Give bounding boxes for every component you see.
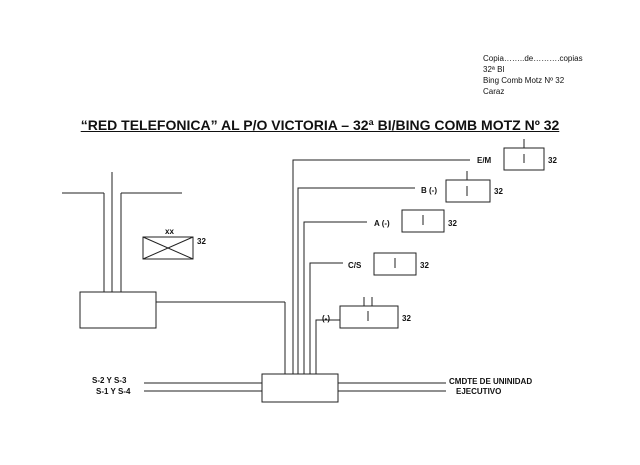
main-switchboard-box: [261, 373, 339, 403]
station-label-b: B (-): [421, 186, 437, 195]
copy-line: Copia……..de……….copias: [483, 54, 583, 63]
output-label-2: EJECUTIVO: [456, 387, 501, 396]
station-number-em: 32: [548, 156, 557, 165]
station-box-b: [445, 179, 491, 203]
station-number-b: 32: [494, 187, 503, 196]
feeder-wire-cs: [309, 262, 343, 374]
output-label-1: CMDTE DE UNINIDAD: [449, 377, 532, 386]
station-box-cs: [373, 252, 417, 276]
unit-line: 32ª BI: [483, 65, 505, 74]
left-switchboard-box: [79, 291, 157, 329]
location-line: Caraz: [483, 87, 505, 96]
battalion-line: Bing Comb Motz Nº 32: [483, 76, 565, 85]
feeder-wire-b: [297, 187, 415, 374]
crossed-box: [142, 236, 194, 260]
station-box-minus: [339, 305, 399, 329]
station-number-cs: 32: [420, 261, 429, 270]
input-label-1: S-2 Y S-3: [92, 376, 127, 385]
feeder-wire-em: [292, 159, 470, 374]
crossed-box-label: xx: [165, 227, 174, 236]
station-number-a: 32: [448, 219, 457, 228]
page-title: “RED TELEFONICA” AL P/O VICTORIA – 32ª B…: [80, 117, 560, 133]
station-number-minus: 32: [402, 314, 411, 323]
feeder-wire-minus: [315, 319, 340, 374]
crossed-box-number: 32: [197, 237, 206, 246]
station-box-a: [401, 209, 445, 233]
cross-line: [142, 236, 194, 260]
station-label-em: E/M: [477, 156, 492, 165]
station-label-cs: C/S: [348, 261, 362, 270]
station-label-a: A (-): [374, 219, 390, 228]
feeder-wire-a: [303, 221, 367, 374]
input-label-2: S-1 Y S-4: [96, 387, 131, 396]
station-label-minus: (-): [322, 314, 330, 323]
